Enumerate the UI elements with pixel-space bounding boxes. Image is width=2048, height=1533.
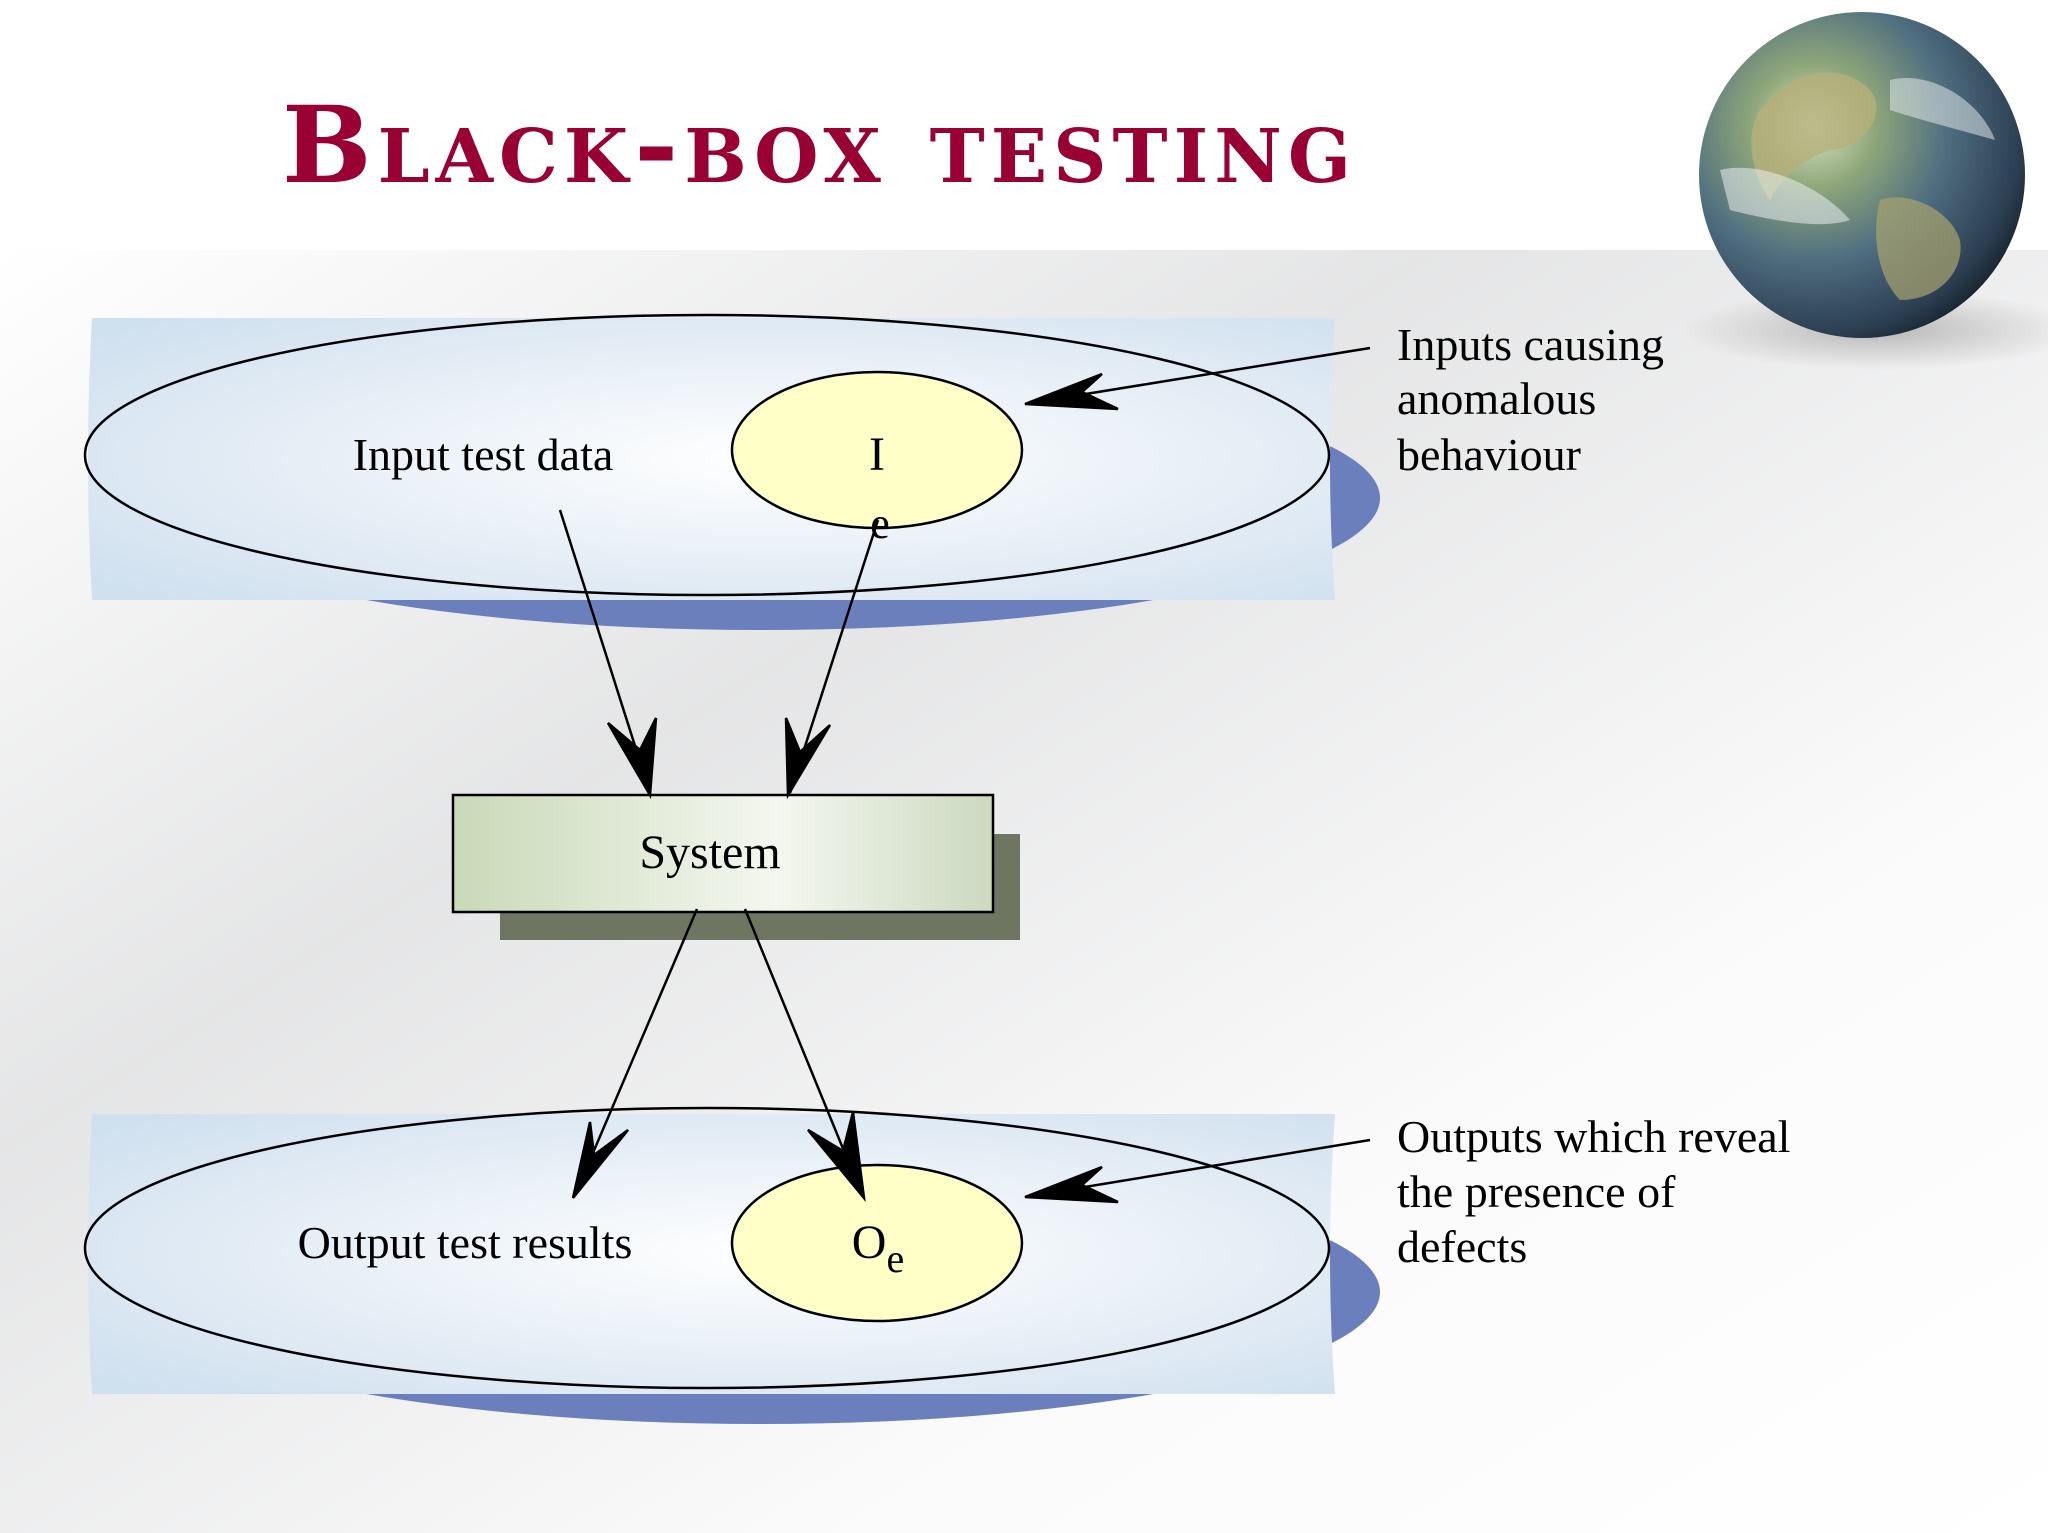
defect-output-subset: Oe xyxy=(730,1163,1024,1323)
arrowhead-annotation-to-ie xyxy=(1024,372,1119,411)
system-box-body xyxy=(451,793,995,914)
input-annotation: Inputs causing anomalous behaviour xyxy=(1397,319,1676,480)
arrow-system-to-oe xyxy=(743,908,864,1196)
output-subset-text: Oe xyxy=(852,1216,904,1281)
input-annotation-line-2: anomalous xyxy=(1397,373,1596,424)
slide-title: Black-box testing xyxy=(282,82,1358,207)
arrowhead-input-to-system xyxy=(606,717,658,800)
input-subset-label: I xyxy=(869,428,885,481)
input-annotation-line-3: behaviour xyxy=(1397,429,1581,480)
input-subset-subscript: e xyxy=(870,499,890,548)
input-set-label: Input test data xyxy=(353,429,614,480)
output-annotation-line-3: defects xyxy=(1397,1221,1527,1272)
output-subset-label: O xyxy=(852,1216,887,1269)
input-set-outline xyxy=(83,313,1331,597)
output-set-outline xyxy=(83,1106,1331,1390)
arrowhead-system-to-oe xyxy=(807,1111,866,1203)
input-test-data-set: Input test data xyxy=(83,313,1380,630)
flow-arrows xyxy=(558,346,1371,1204)
arrowhead-ie-to-system xyxy=(784,717,832,800)
output-annotation-line-2: the presence of xyxy=(1397,1166,1676,1217)
input-annotation-line-1: Inputs causing xyxy=(1397,319,1664,370)
system-box: System xyxy=(451,793,1020,940)
anomalous-input-subset: I e xyxy=(730,370,1024,548)
arrowhead-system-to-output xyxy=(571,1121,629,1199)
input-set-panel xyxy=(88,318,1335,600)
system-label: System xyxy=(639,826,780,879)
output-set-panel xyxy=(88,1114,1335,1394)
globe-icon xyxy=(1680,12,2048,370)
output-subset-subscript: e xyxy=(886,1236,904,1281)
output-annotation: Outputs which reveal the presence of def… xyxy=(1397,1111,1802,1272)
arrow-system-to-output xyxy=(573,908,699,1196)
arrowhead-annotation-to-oe xyxy=(1024,1165,1119,1204)
output-set-label: Output test results xyxy=(298,1217,633,1268)
output-test-results-set: Output test results xyxy=(83,1106,1380,1424)
output-annotation-line-1: Outputs which reveal xyxy=(1397,1111,1790,1162)
